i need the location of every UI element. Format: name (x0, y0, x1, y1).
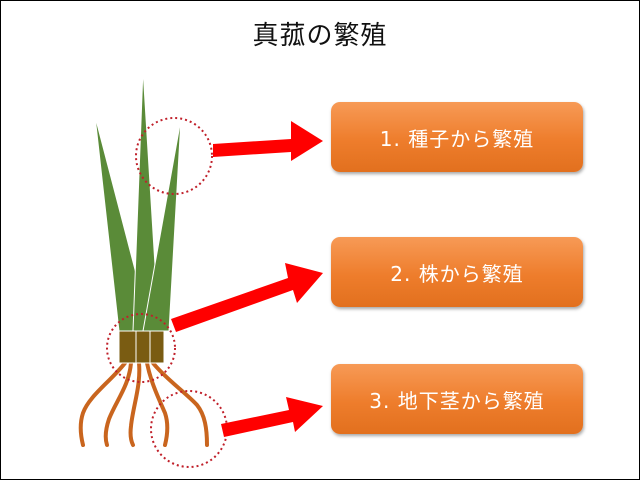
arrow-to-rhizome (221, 397, 323, 437)
method-box-seed: 1. 種子から繁殖 (331, 102, 583, 172)
method-label-rhizome: 3. 地下茎から繁殖 (369, 388, 545, 413)
roots (78, 361, 209, 447)
leaves (94, 68, 182, 332)
method-label-seed: 1. 種子から繁殖 (379, 126, 535, 151)
method-box-stock: 2. 株から繁殖 (331, 237, 583, 307)
stock-highlight-circle (106, 313, 176, 383)
method-box-rhizome: 3. 地下茎から繁殖 (331, 364, 583, 434)
arrow-to-seed (213, 121, 323, 161)
arrow-to-stock (171, 263, 323, 332)
seed-highlight-circle (135, 117, 213, 195)
method-label-stock: 2. 株から繁殖 (390, 261, 524, 286)
slide-title: 真菰の繁殖 (252, 21, 388, 51)
stem-base (118, 330, 165, 364)
